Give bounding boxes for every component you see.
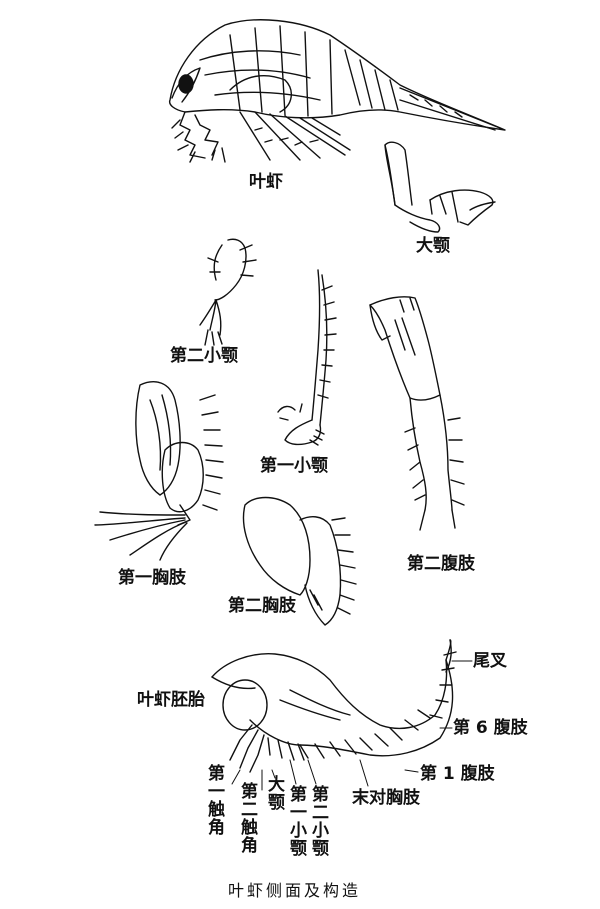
- second-maxilla-drawing: [200, 239, 256, 345]
- mandible-drawing: [385, 142, 495, 232]
- first-antenna-label: 第一触角: [204, 764, 224, 836]
- mandible-label: 大颚: [416, 236, 450, 256]
- daphnia-label: 叶虾: [249, 172, 283, 192]
- leader-lines: [232, 661, 472, 790]
- second-antenna-label: 第二触角: [237, 782, 257, 854]
- second-abdominal-limb-drawing: [370, 297, 464, 530]
- first-maxilla-vertical-label: 第一小颚: [286, 785, 306, 857]
- first-abdominal-limb-label: 第 1 腹肢: [420, 764, 495, 784]
- first-maxilla-drawing: [278, 270, 336, 445]
- furca-label: 尾叉: [473, 651, 507, 671]
- first-maxilla-label: 第一小颚: [260, 456, 328, 476]
- second-maxilla-label: 第二小颚: [170, 346, 238, 366]
- mandible-vertical-label: 大颚: [264, 775, 284, 811]
- second-maxilla-vertical-label: 第二小颚: [308, 785, 328, 857]
- embryo-drawing: [212, 640, 456, 772]
- embryo-label: 叶虾胚胎: [137, 690, 205, 710]
- sixth-abdominal-limb-label: 第 6 腹肢: [453, 718, 528, 738]
- second-abdominal-limb-label: 第二腹肢: [407, 554, 475, 574]
- second-thoracic-limb-drawing: [243, 498, 356, 626]
- figure-caption: 叶虾侧面及构造: [228, 881, 362, 900]
- first-thoracic-limb-label: 第一胸肢: [118, 568, 186, 588]
- daphnia-drawing: [170, 20, 505, 162]
- first-thoracic-limb-drawing: [95, 382, 223, 560]
- last-thoracic-limb-label: 末对胸肢: [352, 788, 420, 808]
- second-thoracic-limb-label: 第二胸肢: [228, 596, 296, 616]
